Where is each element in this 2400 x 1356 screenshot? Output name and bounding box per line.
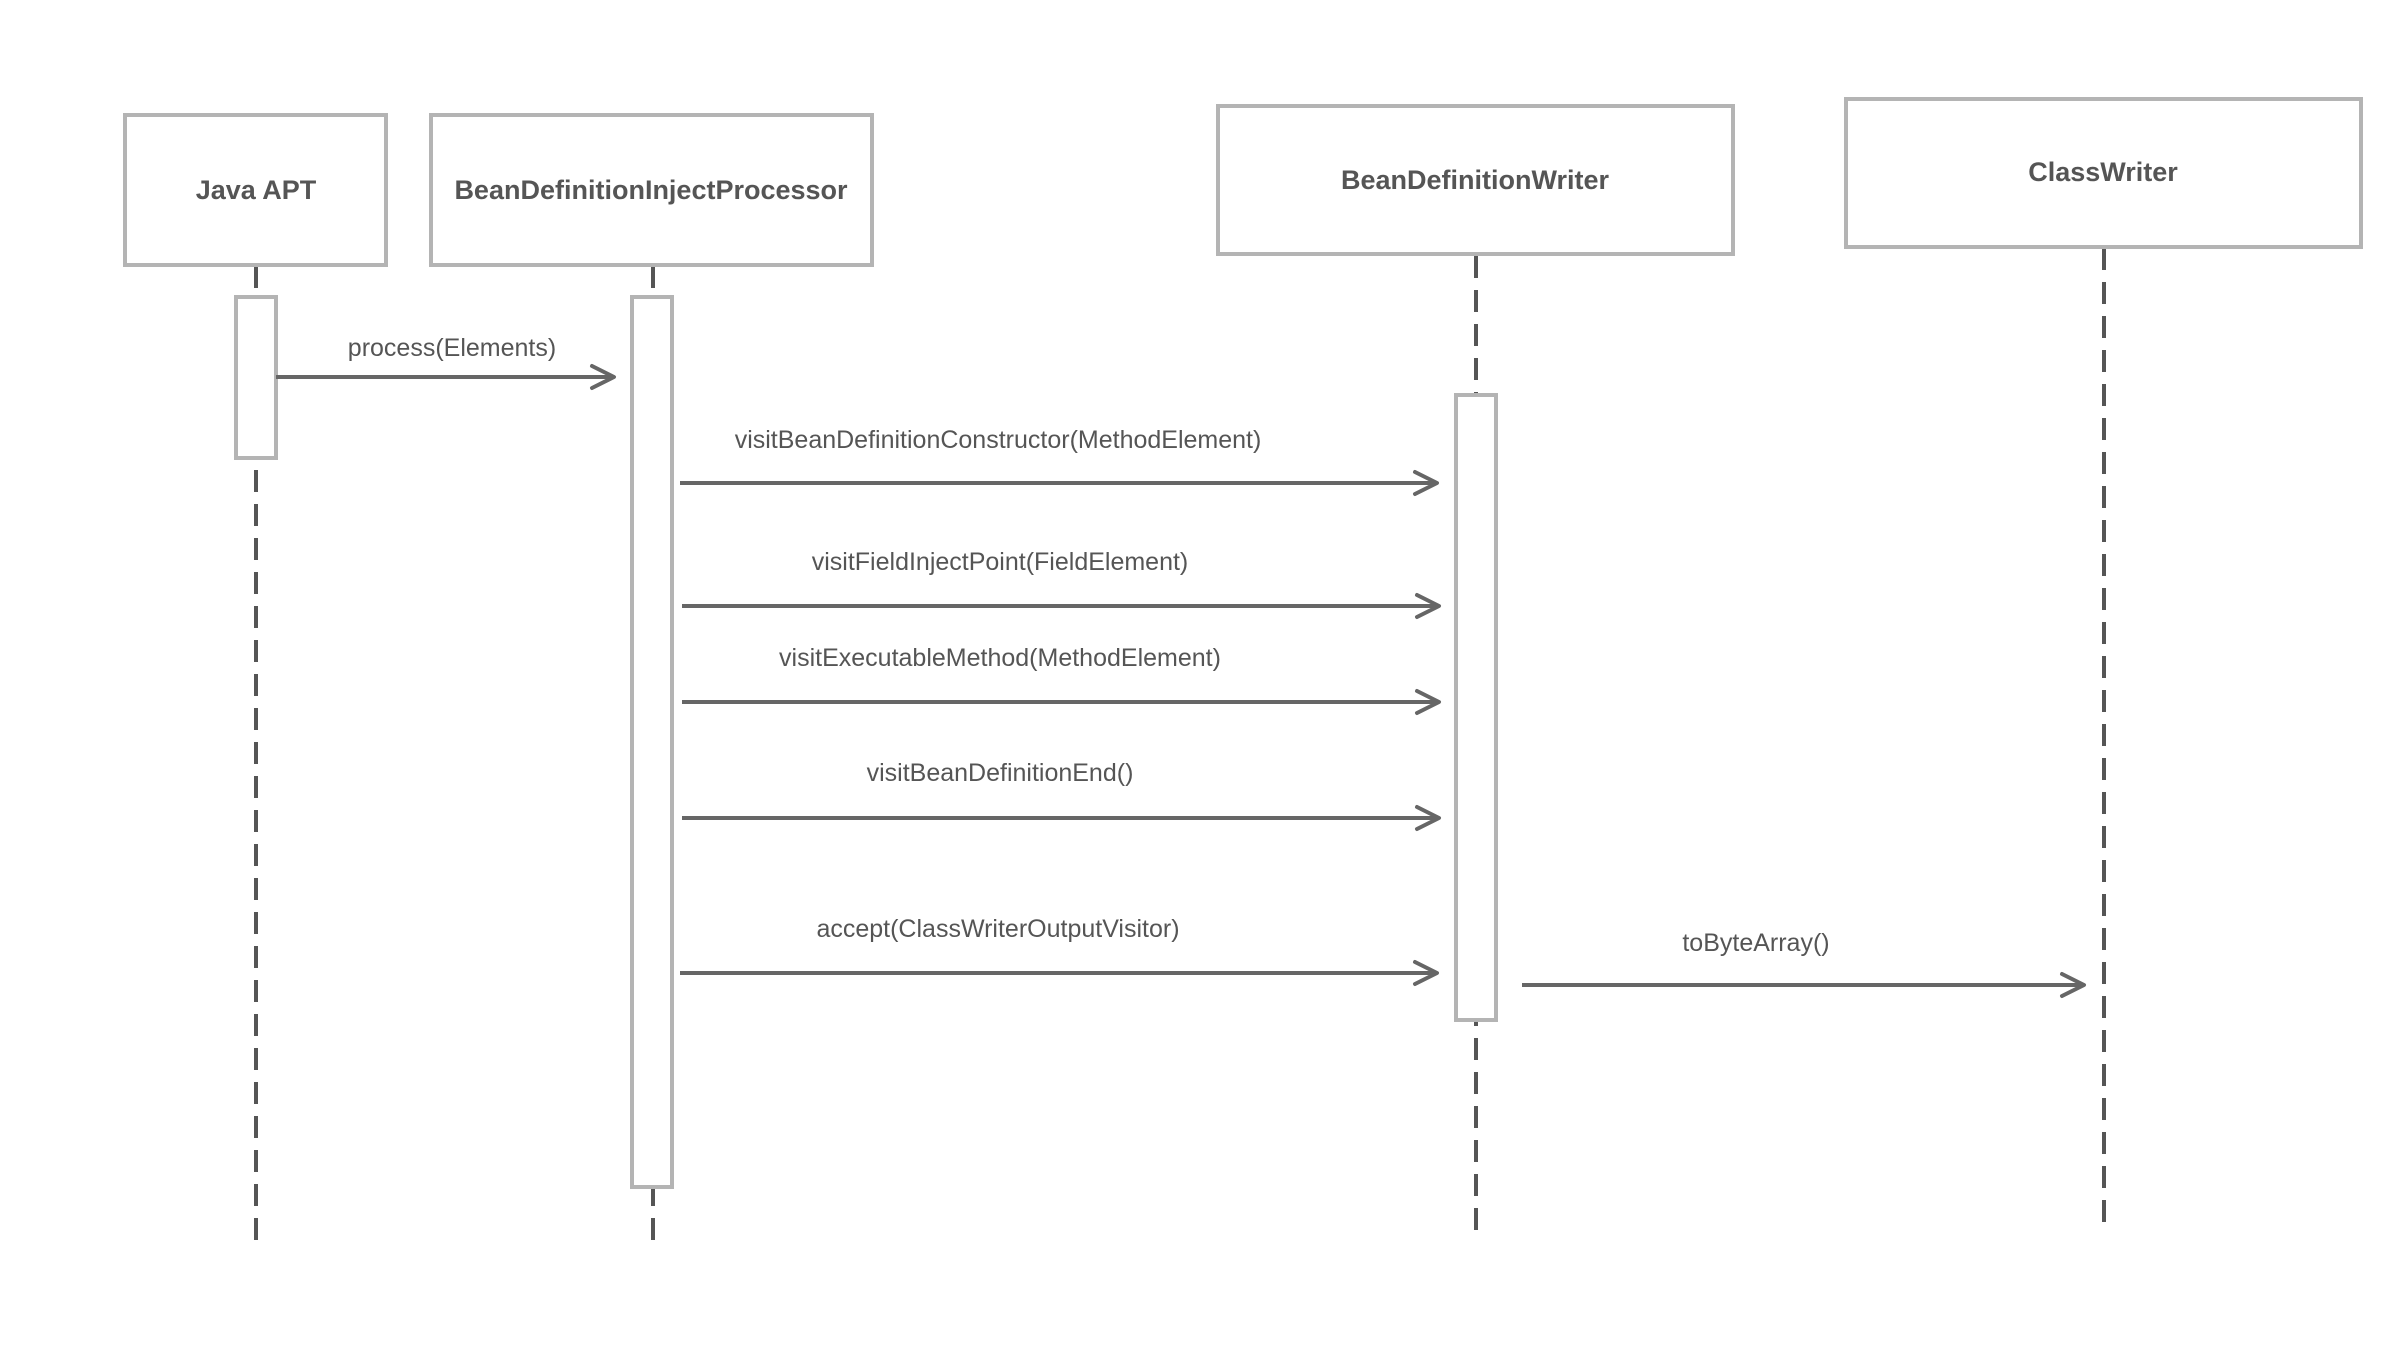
message-label: visitBeanDefinitionConstructor(MethodEle… <box>735 426 1262 454</box>
message-visit-constructor: visitBeanDefinitionConstructor(MethodEle… <box>680 426 1439 496</box>
participant-box <box>123 113 388 267</box>
message-to-byte-array: toByteArray() <box>1522 929 2086 998</box>
message-visit-executable: visitExecutableMethod(MethodElement) <box>682 644 1441 715</box>
participant-class-writer: ClassWriter <box>1844 97 2363 249</box>
participant-label: BeanDefinitionWriter <box>1341 165 1610 195</box>
message-label: accept(ClassWriterOutputVisitor) <box>816 915 1179 943</box>
participant-label: ClassWriter <box>2028 157 2178 187</box>
participant-box <box>1844 97 2363 249</box>
arrowhead-icon <box>1415 593 1441 619</box>
message-label: visitExecutableMethod(MethodElement) <box>779 644 1221 672</box>
message-label: process(Elements) <box>348 334 556 362</box>
arrowhead-icon <box>2060 972 2086 998</box>
message-visit-end: visitBeanDefinitionEnd() <box>682 759 1441 831</box>
activation-bar-bean-definition-writer <box>1454 393 1498 1022</box>
arrowhead-icon <box>1413 960 1439 986</box>
message-accept: accept(ClassWriterOutputVisitor) <box>680 915 1439 986</box>
arrowhead-icon <box>1413 470 1439 496</box>
message-label: visitBeanDefinitionEnd() <box>867 759 1134 787</box>
arrowhead-icon <box>590 364 616 390</box>
arrowhead-icon <box>1415 805 1441 831</box>
participant-java-apt: Java APT <box>123 113 388 267</box>
activation-bar-java-apt <box>234 295 278 460</box>
participant-label: Java APT <box>196 175 317 205</box>
activation-bar-bean-definition-inject-processor <box>630 295 674 1189</box>
message-label: visitFieldInjectPoint(FieldElement) <box>812 548 1189 576</box>
participant-label: BeanDefinitionInjectProcessor <box>454 175 848 205</box>
participant-bean-definition-inject-processor: BeanDefinitionInjectProcessor <box>429 113 874 267</box>
participant-box <box>429 113 874 267</box>
participant-bean-definition-writer: BeanDefinitionWriter <box>1216 104 1735 256</box>
message-visit-field: visitFieldInjectPoint(FieldElement) <box>682 548 1441 619</box>
participant-box <box>1216 104 1735 256</box>
message-process: process(Elements) <box>276 334 616 390</box>
arrowhead-icon <box>1415 689 1441 715</box>
message-label: toByteArray() <box>1682 929 1829 957</box>
